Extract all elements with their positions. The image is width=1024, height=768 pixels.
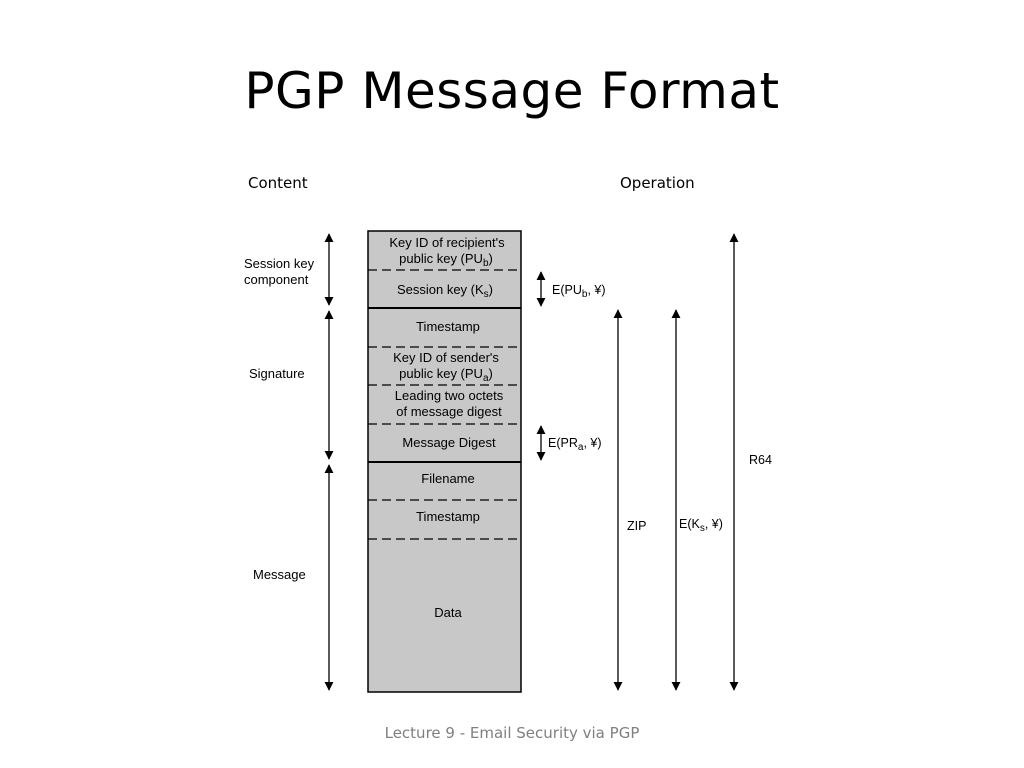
content-header: Content — [248, 174, 308, 192]
field-recipient-key-id-line1: Key ID of recipient's — [389, 235, 505, 250]
section-label-message: Message — [253, 567, 306, 582]
op-enc-message: E(Ks, ¥) — [679, 517, 723, 534]
operation-header: Operation — [620, 174, 695, 192]
section-label-session-key-line1: Session key — [244, 256, 315, 271]
op-enc-digest: E(PRa, ¥) — [548, 436, 602, 453]
op-zip: ZIP — [627, 519, 646, 533]
slide-footer: Lecture 9 - Email Security via PGP — [384, 724, 640, 742]
section-label-session-key-line2: component — [244, 272, 309, 287]
field-message-digest: Message Digest — [402, 435, 496, 450]
field-leading-octets-line1: Leading two octets — [395, 388, 504, 403]
field-data: Data — [434, 605, 462, 620]
slide-title: PGP Message Format — [244, 62, 780, 120]
section-label-signature: Signature — [249, 366, 305, 381]
field-signature-timestamp: Timestamp — [416, 319, 480, 334]
field-leading-octets-line2: of message digest — [396, 404, 502, 419]
op-enc-session-key: E(PUb, ¥) — [552, 283, 606, 300]
op-r64: R64 — [749, 453, 772, 467]
field-recipient-key-id-line2: public key (PUb) — [399, 251, 493, 269]
field-message-timestamp: Timestamp — [416, 509, 480, 524]
field-filename: Filename — [421, 471, 474, 486]
field-sender-key-id-line2: public key (PUa) — [399, 366, 493, 384]
field-session-key: Session key (Ks) — [397, 282, 493, 300]
field-sender-key-id-line1: Key ID of sender's — [393, 350, 499, 365]
